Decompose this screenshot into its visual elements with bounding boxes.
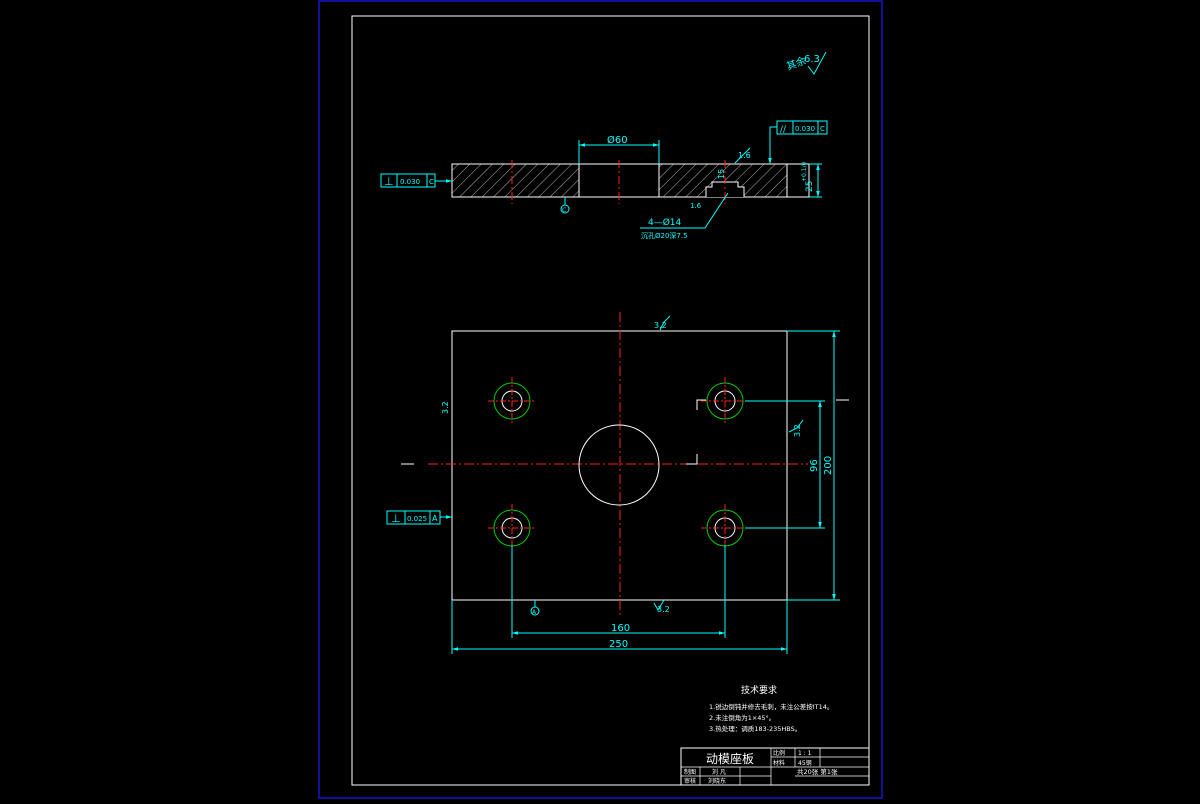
title-scale-value: 1 : 1 (798, 750, 812, 757)
svg-text:⊥: ⊥ (391, 512, 401, 525)
tech-req-title: 技术要求 (741, 684, 777, 696)
dim-slot-depth: 15 (717, 169, 726, 179)
title-designer-value: 刘 凡 (712, 768, 726, 776)
mounting-hole-1 (488, 377, 536, 425)
title-scale-label: 比例 (773, 749, 785, 757)
tech-req-item-2: 2.未注倒角为1×45°。 (709, 713, 775, 722)
sheet-outer-border (318, 0, 883, 799)
section-hatch-left (451, 163, 580, 198)
plan-roughness-top: 3.2 (654, 321, 667, 330)
title-drawing-no: 共20张 第1张 (797, 767, 838, 776)
title-material-label: 材料 (773, 759, 785, 767)
leader-holes: 4—Ø14 (648, 217, 682, 228)
mounting-holes (488, 377, 749, 552)
mounting-hole-3 (488, 504, 536, 552)
svg-text:0.025: 0.025 (407, 515, 427, 523)
central-bore (578, 424, 660, 506)
dim-height-total: 200 (823, 456, 834, 475)
plan-roughness-left: 3.2 (441, 401, 450, 414)
roughness-overall: 其余 6.3 (785, 51, 827, 75)
plan-perpendicularity-frame: ⊥ 0.025 A (386, 510, 452, 525)
dim-plate-thickness: 25 (805, 181, 815, 192)
dim-bore-diameter: Ø60 (607, 134, 628, 146)
technical-requirements: 技术要求 1.锐边倒钝并修去毛刺，未注公差按IT14。 2.未注倒角为1×45°… (709, 684, 833, 733)
svg-text://: // (780, 125, 787, 135)
title-block: 动模座板 比例 1 : 1 材料 45钢 共20张 第1张 制图 刘 凡 审核 … (680, 747, 870, 786)
title-checker-value: 刘晓东 (708, 777, 726, 785)
section-perpendicularity-frame: ⊥ 0.030 C (380, 173, 452, 188)
svg-text:⊥: ⊥ (384, 175, 394, 188)
title-material-value: 45钢 (798, 759, 812, 767)
roughness-overall-value: 6.3 (804, 54, 820, 65)
section-view: Ø60 25 +0.1/0 15 1.6 1.6 C 4—Ø14 沉孔Ø20深7… (380, 120, 828, 240)
mounting-hole-4 (701, 504, 749, 552)
plan-view: 160 250 96 200 3.2 3.2 3.2 3.2 A (386, 312, 849, 654)
section-roughness-bottom: 1.6 (690, 202, 702, 210)
svg-text:0.030: 0.030 (400, 178, 420, 186)
section-roughness-top: 1.6 (738, 151, 751, 160)
section-parallelism-frame: // 0.030 C (768, 120, 828, 164)
dim-hole-spacing-y: 96 (809, 459, 820, 472)
title-part-name: 动模座板 (706, 751, 754, 766)
dim-hole-spacing-x: 160 (611, 623, 630, 634)
svg-text:A: A (432, 514, 438, 523)
svg-text:C: C (429, 178, 434, 186)
dim-width-total: 250 (609, 639, 628, 650)
plan-roughness-right: 3.2 (793, 424, 802, 437)
datum-a-label: A (532, 609, 537, 616)
leader-counterbore: 沉孔Ø20深7.5 (641, 231, 688, 240)
plan-roughness-bottom: 3.2 (657, 605, 670, 614)
tech-req-item-3: 3.热处理：调质183-235HBS。 (709, 724, 801, 733)
dim-plate-thickness-tol: +0.1/0 (801, 161, 808, 182)
mounting-hole-2 (701, 377, 749, 425)
section-end-blank (786, 163, 810, 198)
tech-req-item-1: 1.锐边倒钝并修去毛刺，未注公差按IT14。 (709, 702, 833, 711)
sheet-inner-border (351, 15, 870, 786)
svg-text:C: C (820, 125, 825, 133)
title-designer-label: 制图 (684, 768, 696, 776)
svg-text:0.030: 0.030 (795, 125, 815, 133)
title-checker-label: 审核 (684, 777, 696, 785)
datum-c-label: C (562, 207, 566, 214)
